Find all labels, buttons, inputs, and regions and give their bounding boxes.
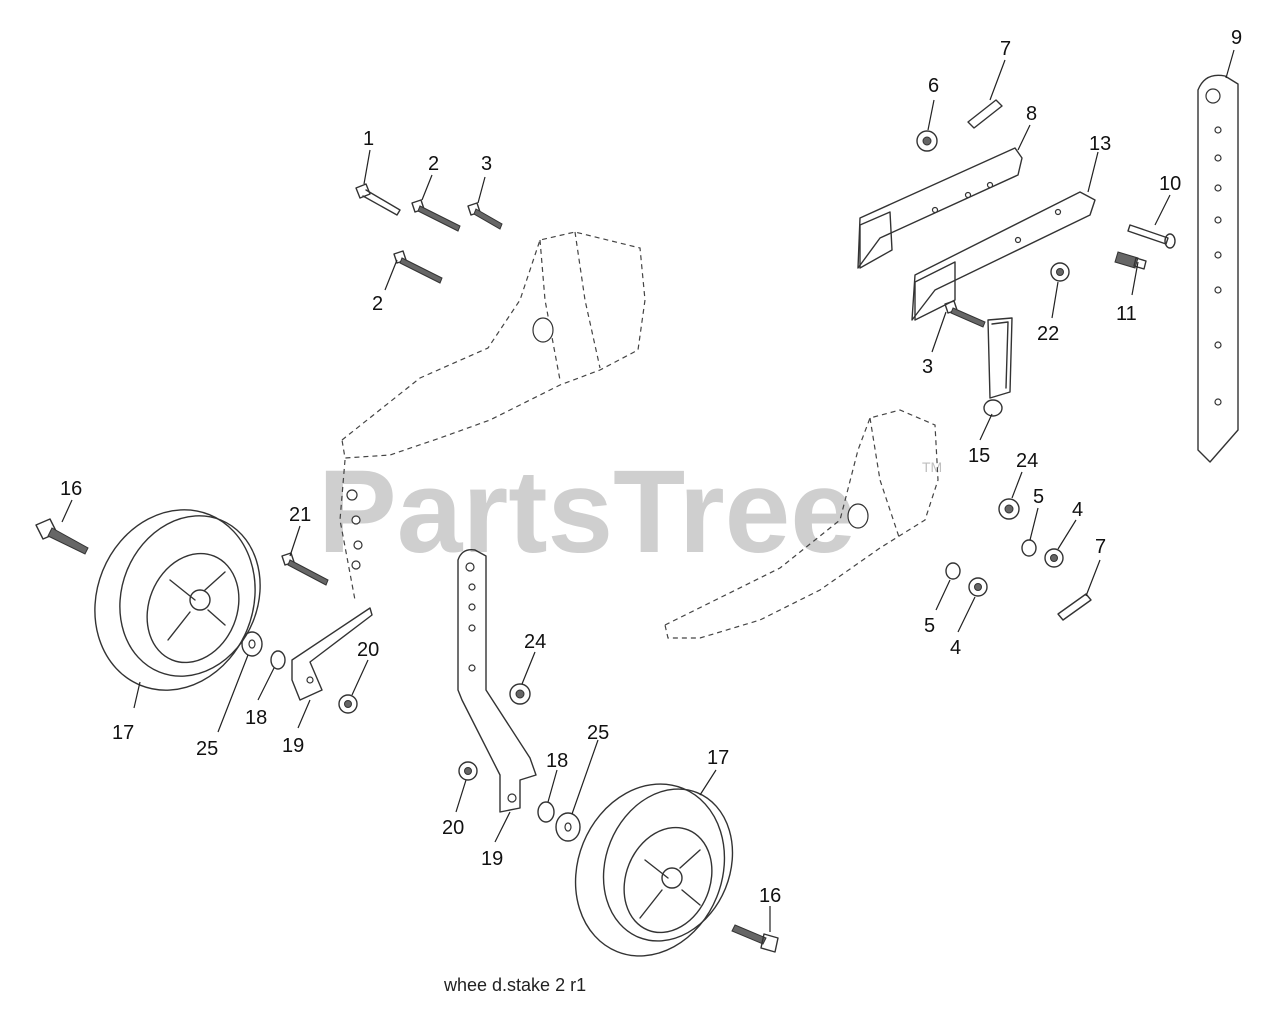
callout-21[interactable]: 21	[289, 504, 311, 526]
callout-24[interactable]: 24	[1016, 450, 1038, 472]
callout-6[interactable]: 6	[928, 75, 939, 97]
washer-5-right-upper[interactable]	[1021, 539, 1037, 557]
callout-20[interactable]: 20	[442, 817, 464, 839]
callout-8[interactable]: 8	[1026, 103, 1037, 125]
callout-18[interactable]: 18	[546, 750, 568, 772]
stake-9[interactable]	[1197, 74, 1239, 463]
callout-22[interactable]: 22	[1037, 323, 1059, 345]
callout-13[interactable]: 13	[1089, 133, 1111, 155]
callout-9[interactable]: 9	[1231, 27, 1242, 49]
bolt-16-left[interactable]	[35, 518, 89, 555]
washer-18-center[interactable]	[537, 801, 555, 823]
callout-3[interactable]: 3	[481, 153, 492, 175]
callout-18[interactable]: 18	[245, 707, 267, 729]
callout-7[interactable]: 7	[1095, 536, 1106, 558]
wheel-17-left[interactable]	[68, 485, 284, 714]
nut-4-right-upper[interactable]	[1044, 548, 1064, 568]
nut-22[interactable]	[1050, 262, 1070, 282]
bar-13[interactable]	[911, 191, 1096, 321]
callout-16[interactable]: 16	[60, 478, 82, 500]
bolt-3-lower[interactable]	[944, 300, 986, 328]
callout-17[interactable]: 17	[112, 722, 134, 744]
watermark-text: PartsTree	[318, 446, 856, 578]
washer-25-left[interactable]	[241, 631, 263, 657]
callout-4[interactable]: 4	[1072, 499, 1083, 521]
callout-24[interactable]: 24	[524, 631, 546, 653]
callout-4[interactable]: 4	[950, 637, 961, 659]
left-main-bracket[interactable]	[339, 231, 646, 601]
callout-11[interactable]: 11	[1116, 303, 1137, 325]
bolt-21[interactable]	[281, 552, 329, 586]
wheel-17-right[interactable]	[550, 761, 754, 978]
right-main-bracket[interactable]	[664, 409, 939, 639]
bolt-1[interactable]	[355, 183, 401, 216]
strut-19-center[interactable]	[457, 549, 537, 813]
callout-1[interactable]: 1	[363, 128, 374, 150]
bolt-3-upper[interactable]	[467, 202, 503, 230]
callouts: 1 2 3 2 6 7 8 9 13 10 11 22 3 15 24 5 4 …	[60, 27, 1242, 907]
nut-4-right-lower[interactable]	[968, 577, 988, 597]
callout-2[interactable]: 2	[428, 153, 439, 175]
bolt-16-right[interactable]	[731, 924, 779, 953]
nut-6[interactable]	[916, 130, 938, 152]
leader-lines	[61, 49, 1235, 932]
callout-19[interactable]: 19	[282, 735, 304, 757]
nut-20-left[interactable]	[338, 694, 358, 714]
strut-19-left[interactable]	[291, 607, 373, 701]
diagram-code: whee d.stake 2 r1	[443, 975, 586, 995]
nut-24-right[interactable]	[998, 498, 1020, 520]
callout-15[interactable]: 15	[968, 445, 990, 467]
pin-7-lower[interactable]	[1057, 593, 1092, 621]
callout-7[interactable]: 7	[1000, 38, 1011, 60]
bar-8[interactable]	[857, 147, 1023, 269]
pin-10[interactable]	[1127, 224, 1176, 249]
washer-5-right-lower[interactable]	[945, 562, 961, 580]
clip-15[interactable]	[983, 317, 1013, 417]
callout-5[interactable]: 5	[924, 615, 935, 637]
bolt-11[interactable]	[1114, 251, 1147, 270]
bolt-2-upper[interactable]	[411, 199, 461, 232]
callout-5[interactable]: 5	[1033, 486, 1044, 508]
nut-24-center[interactable]	[509, 683, 531, 705]
callout-2[interactable]: 2	[372, 293, 383, 315]
washer-25-center[interactable]	[555, 812, 581, 842]
callout-20[interactable]: 20	[357, 639, 379, 661]
callout-17[interactable]: 17	[707, 747, 729, 769]
pin-7-upper[interactable]	[967, 99, 1003, 129]
callout-25[interactable]: 25	[587, 722, 609, 744]
washer-18-left[interactable]	[270, 650, 286, 670]
callout-25[interactable]: 25	[196, 738, 218, 760]
bolt-2-lower[interactable]	[393, 250, 443, 284]
watermark-trademark: TM	[922, 459, 942, 475]
nut-20-center[interactable]	[458, 761, 478, 781]
callout-3[interactable]: 3	[922, 356, 933, 378]
callout-19[interactable]: 19	[481, 848, 503, 870]
callout-16[interactable]: 16	[759, 885, 781, 907]
callout-10[interactable]: 10	[1159, 173, 1181, 195]
